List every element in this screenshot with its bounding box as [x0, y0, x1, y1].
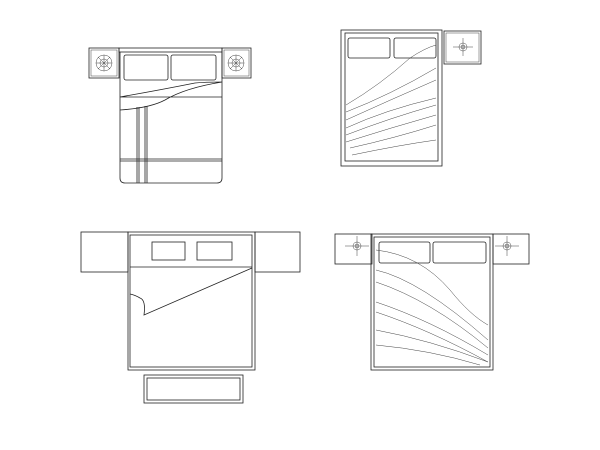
pillow [432, 241, 487, 264]
blanket-waves [345, 44, 437, 156]
lamp-crosshair-icon [453, 38, 473, 56]
blanket-fold [119, 81, 223, 111]
pillow [347, 37, 391, 59]
pillow [393, 37, 437, 59]
nightstand-left [334, 233, 373, 265]
bed-2 [340, 29, 482, 167]
blanket-stripes [120, 106, 222, 183]
bed-4 [334, 233, 530, 371]
nightstand-left [88, 47, 120, 79]
bench [143, 374, 244, 404]
lamp-circle-icon [95, 54, 113, 72]
bed-frame [370, 233, 494, 371]
pillow [123, 54, 169, 81]
blanket-fold [129, 266, 253, 316]
side-table-left [80, 231, 129, 273]
pillow [170, 54, 217, 81]
mattress [119, 52, 223, 184]
bed-frame [340, 29, 443, 167]
bed-frame [127, 231, 256, 371]
pillow [151, 241, 186, 261]
pillow [378, 241, 431, 264]
lamp-crosshair-icon [495, 236, 519, 256]
pillow [196, 241, 233, 261]
blanket-waves [375, 249, 489, 366]
bed-3 [80, 231, 301, 404]
nightstand-right [492, 233, 530, 265]
lamp-crosshair-icon [345, 236, 369, 256]
headboard [118, 47, 223, 53]
lamp-circle-icon [227, 54, 245, 72]
bed-1 [88, 47, 252, 184]
nightstand [443, 30, 482, 65]
side-table-right [254, 231, 301, 273]
